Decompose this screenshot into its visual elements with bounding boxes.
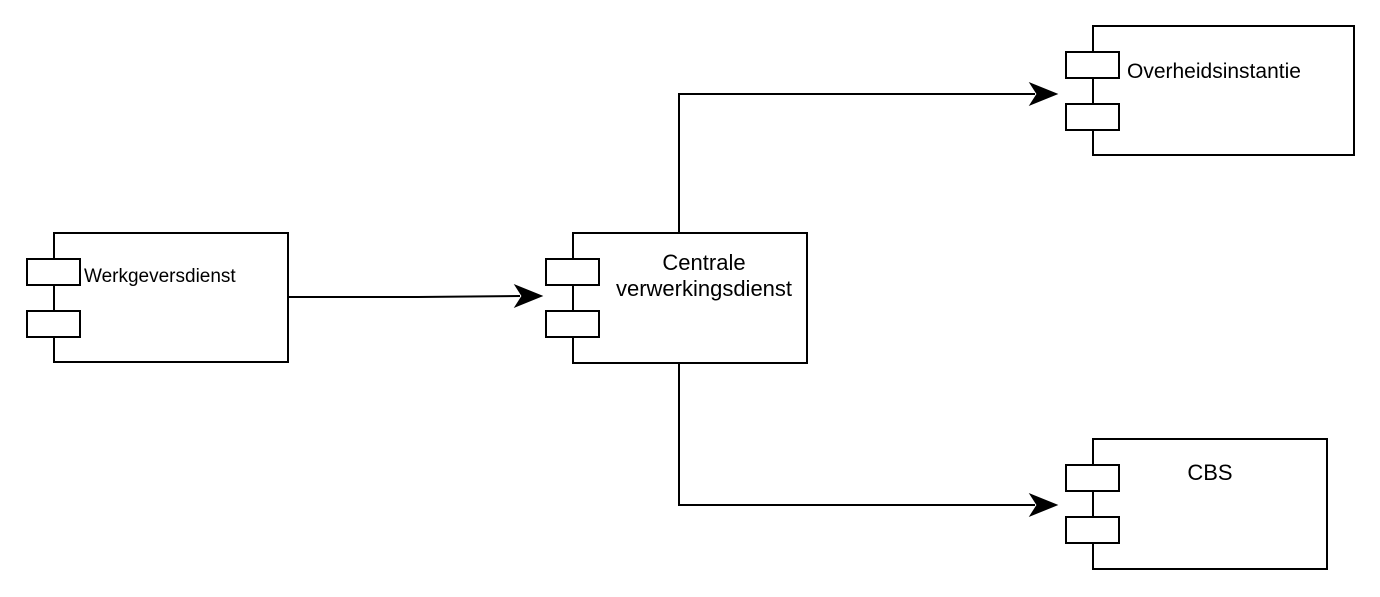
component-werkgeversdienst-port-bottom-icon [26, 310, 81, 338]
component-overheidsinstantie-port-bottom-icon [1065, 103, 1120, 131]
component-werkgeversdienst-body [53, 232, 289, 363]
arrowhead-overheid-icon [1028, 81, 1059, 107]
component-centrale-verwerkingsdienst[interactable] [545, 232, 808, 364]
component-cbs-body [1092, 438, 1328, 570]
edge-centrale-to-cbs-line [678, 363, 1035, 506]
component-centrale-port-top-icon [545, 258, 600, 286]
component-overheidsinstantie-label: Overheidsinstantie [1127, 60, 1301, 83]
arrowhead-cbs-icon [1028, 492, 1059, 518]
component-cbs-port-bottom-icon [1065, 516, 1120, 544]
component-cbs-label: CBS [1187, 460, 1233, 485]
edge-centrale-to-overheid-line [678, 93, 1035, 233]
edge-werkgevers-to-centrale[interactable] [288, 283, 544, 309]
component-centrale-label-line2: verwerkingsdienst [615, 276, 793, 302]
component-cbs-port-top-icon [1065, 464, 1120, 492]
edge-centrale-to-overheidsinstantie[interactable] [678, 81, 1059, 233]
edge-centrale-to-cbs[interactable] [678, 363, 1059, 518]
component-centrale-body [572, 232, 808, 364]
component-overheidsinstantie[interactable] [1065, 25, 1355, 156]
arrowhead-centrale-icon [513, 283, 544, 309]
component-werkgeversdienst-port-top-icon [26, 258, 81, 286]
component-centrale-label-line1: Centrale [662, 250, 746, 275]
component-werkgeversdienst[interactable] [26, 232, 289, 363]
edge-werkgevers-to-centrale-line [288, 295, 521, 298]
component-centrale-port-bottom-icon [545, 310, 600, 338]
component-werkgeversdienst-label: Werkgeversdienst [84, 266, 236, 287]
component-centrale-label: Centrale verwerkingsdienst [604, 250, 804, 303]
component-cbs[interactable] [1065, 438, 1328, 570]
component-overheidsinstantie-body [1092, 25, 1355, 156]
component-overheidsinstantie-port-top-icon [1065, 51, 1120, 79]
